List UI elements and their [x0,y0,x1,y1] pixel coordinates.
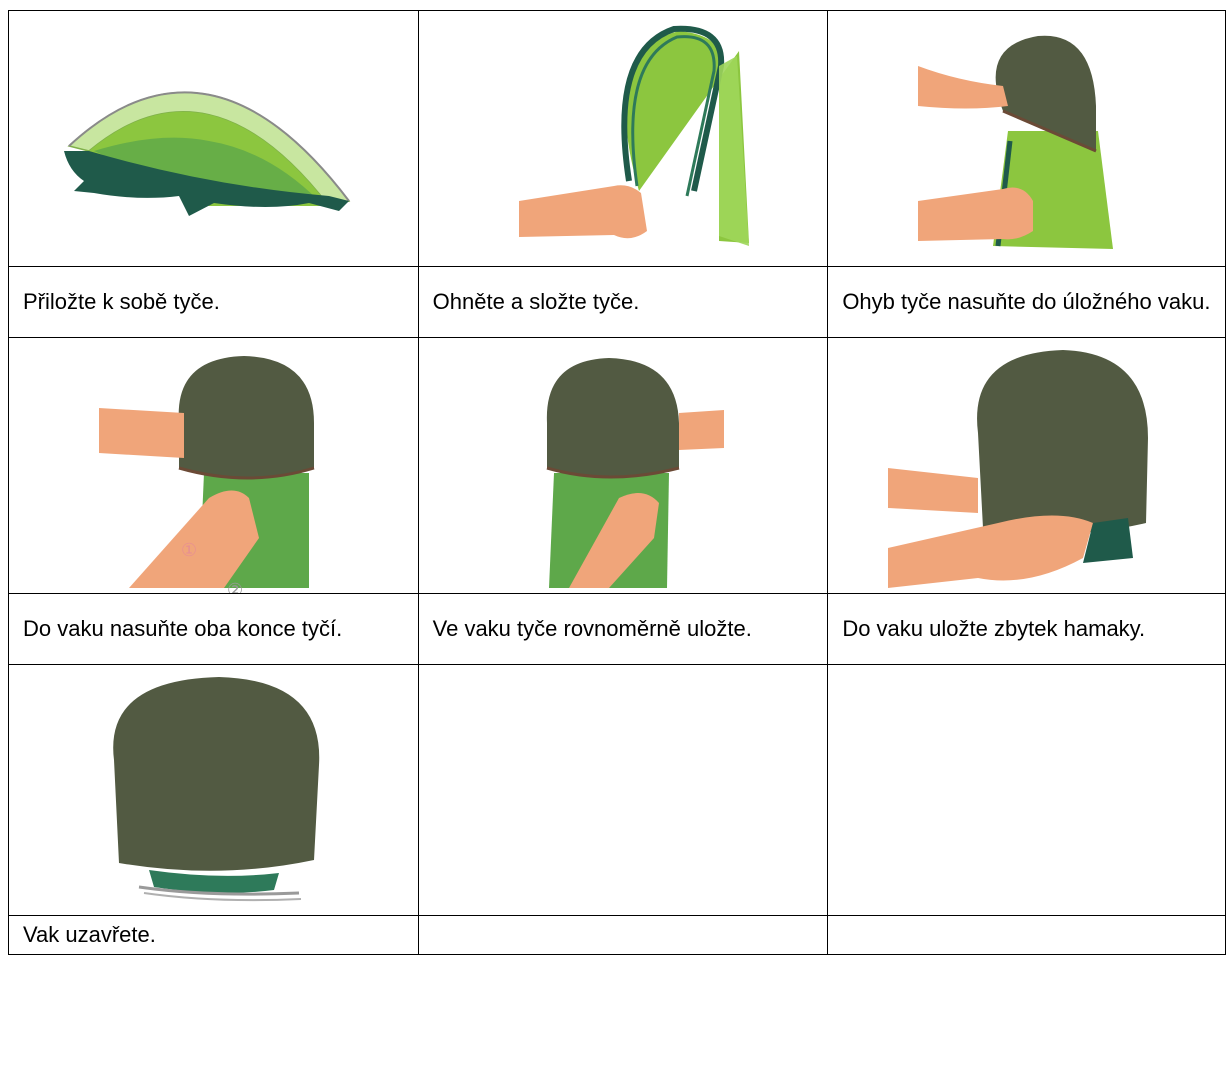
step-1-image-cell [9,11,419,267]
step-4-caption: Do vaku nasuňte oba konce tyčí. [9,617,418,641]
step-7-caption: Vak uzavřete. [9,923,418,947]
caption-row-2: Do vaku nasuňte oba konce tyčí. Ve vaku … [9,594,1226,665]
empty-caption-cell-1 [418,916,828,955]
stuff-hammock-illustration [828,338,1226,593]
step-1-caption: Přiložte k sobě tyče. [9,290,418,314]
step-2-image-cell [418,11,828,267]
step-5-caption: Ve vaku tyče rovnoměrně uložte. [419,617,828,641]
marker-2: ② [227,580,243,593]
bend-poles-illustration [419,11,829,266]
arrange-poles-illustration [419,338,829,593]
instructions-table: Přiložte k sobě tyče. Ohněte a složte ty… [8,10,1226,955]
closed-bag-illustration [9,665,419,915]
step-3-caption: Ohyb tyče nasuňte do úložného vaku. [828,290,1225,314]
step-6-caption: Do vaku uložte zbytek hamaky. [828,617,1225,641]
step-7-image-cell [9,665,419,916]
empty-image-cell-2 [828,665,1226,916]
hammock-with-poles-illustration [9,11,419,266]
image-row-3 [9,665,1226,916]
caption-row-3: Vak uzavřete. [9,916,1226,955]
insert-pole-ends-illustration: ① ② [9,338,419,593]
step-5-image-cell [418,338,828,594]
image-row-1 [9,11,1226,267]
empty-caption-cell-2 [828,916,1226,955]
caption-row-1: Přiložte k sobě tyče. Ohněte a složte ty… [9,267,1226,338]
insert-bend-into-bag-illustration [828,11,1226,266]
image-row-2: ① ② [9,338,1226,594]
step-6-image-cell [828,338,1226,594]
marker-1: ① [181,540,197,560]
empty-image-cell-1 [418,665,828,916]
step-4-image-cell: ① ② [9,338,419,594]
step-3-image-cell [828,11,1226,267]
step-2-caption: Ohněte a složte tyče. [419,290,828,314]
